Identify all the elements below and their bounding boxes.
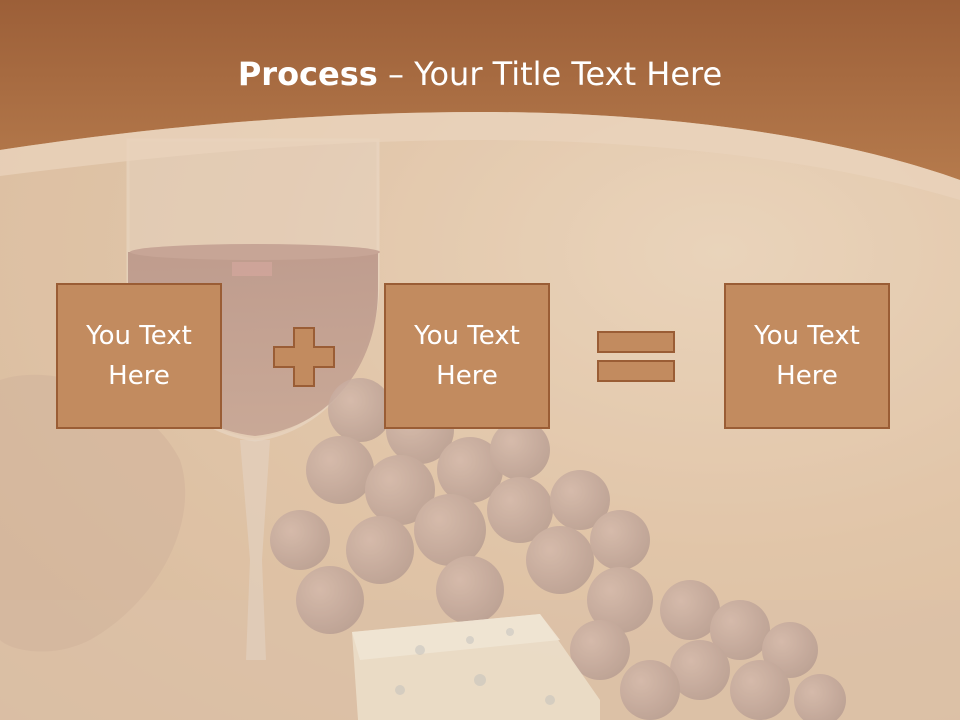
slide-title: Process – Your Title Text Here (0, 52, 960, 96)
text-box-3[interactable]: You Text Here (724, 283, 890, 429)
text-box-1-label: You Text Here (86, 321, 192, 391)
text-box-3-label: You Text Here (754, 321, 860, 391)
equals-icon (597, 331, 675, 382)
plus-icon (273, 327, 335, 387)
header-band (0, 0, 960, 200)
text-box-2-label: You Text Here (414, 321, 520, 391)
title-rest: – Your Title Text Here (377, 55, 723, 93)
text-box-2[interactable]: You Text Here (384, 283, 550, 429)
title-bold: Process (237, 55, 378, 93)
text-box-1[interactable]: You Text Here (56, 283, 222, 429)
